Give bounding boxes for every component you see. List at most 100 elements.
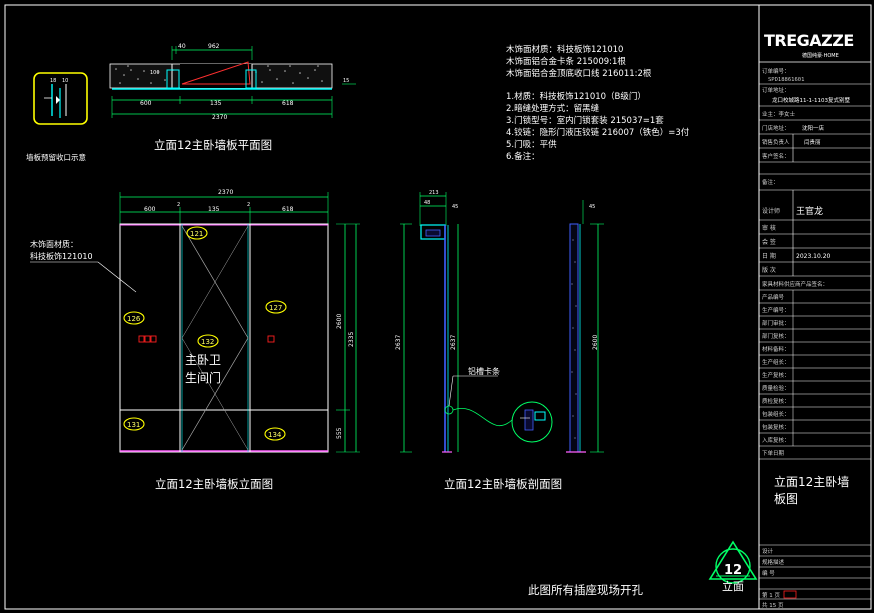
elev-door-label-0: 主卧卫 [185,353,221,367]
section-callout-label: 铝槽卡条 [468,366,500,376]
plan-dim-top-1: 962 [208,43,220,50]
panel-tags: 121 126 132 127 131 134 [123,226,287,441]
plan-dim-side: 100 [150,70,160,76]
brand-logo: TREGAZZE [764,31,854,50]
tb-process-7: 质量检验： [762,384,790,392]
tb-signature-label: 客户签名： [762,152,790,160]
tb-address: 龙口校城路11-1-1103复式别墅 [772,96,850,104]
note-item-5: 6.备注： [506,151,540,162]
elev-dim-top-3: 2 [247,202,250,208]
tb-process-3: 部门复核： [762,332,790,340]
tb-sales-value: 闫贵丽 [804,138,821,146]
notes-block: 木饰面材质：科技板饰121010 木饰面铝合金卡条 215009:1根 木饰面铝… [506,44,690,162]
plan-dim-bottom-1: 135 [210,100,222,107]
section-dim-top-3: 45 [589,204,595,210]
tb-store: 沈阳一店 [802,124,825,132]
tb-process-9: 包装组长： [762,410,790,418]
detail-dim-0: 18 [50,78,56,84]
section-title: 立面12主卧墙板剖面图 [444,477,562,491]
section-dim-top-2: 45 [452,204,458,210]
tb-process-10: 包装复核： [762,423,790,431]
elev-dim-top-4: 618 [282,206,294,213]
tb-remarks-label: 备注： [762,178,779,186]
panel-tag-3: 127 [269,304,282,312]
section-dim-side-1: 2637 [450,335,457,350]
title-block: TREGAZZE 德国纯豪·HOME 订单编号： SPD18861601 订单地… [708,31,871,609]
tb-version-label: 版 次 [762,266,776,274]
tb-verify-label: 会 签 [762,238,776,246]
panel-tag-5: 134 [268,431,282,439]
note-item-0: 1.材质：科技板饰121010（B级门） [506,91,646,102]
elev-dim-top-0: 600 [144,206,156,213]
elev-panel-outline [119,223,329,453]
svg-text:15: 15 [343,78,349,84]
elev-door-label-1: 生间门 [185,370,221,385]
tb-drawing-title-1: 板图 [774,492,798,506]
tb-owner: 业主：李女士 [762,110,796,118]
elev-dim-right-0: 2600 [336,314,343,329]
tb-designer-value: 王官龙 [796,205,823,217]
section-callout-leader [452,407,513,427]
plan-dim-total: 2370 [212,114,227,121]
tb-total-label: 共 15 页 [762,601,784,609]
tb-process-14: 下单日期 [762,449,785,457]
note-item-3: 4.铰链：隐形门液压铰链 216007（铁色）=3付 [506,127,690,138]
elev-dim-top-2: 135 [208,206,220,213]
panel-tag-1: 126 [127,315,141,323]
plan-hatching [115,65,323,84]
note-material-1: 木饰面铝合金卡条 215009:1根 [506,56,626,67]
tb-order-no-label: 订单编号： [762,67,790,75]
panel-tag-0: 121 [190,230,203,238]
sheet-border [4,4,872,610]
footer-note: 此图所有插座现场开孔 [528,583,643,597]
tb-badge-label: 立面 [722,579,744,593]
section-dim-top-1: 48 [424,200,430,206]
elev-material-leader [97,261,137,293]
outlet-right [267,335,275,343]
plan-door-swing [181,61,251,85]
tb-process-2: 部门审批： [762,319,790,327]
elev-dim-right-2: 555 [336,427,343,439]
section-view: 213 48 45 45 2637 2637 铝槽卡条 [395,190,604,491]
detail-dim-1: 10 [62,78,68,84]
section-callout-circle [511,401,553,443]
tb-process-1: 生产编号： [762,306,790,314]
tb-badge-circle [715,548,751,584]
note-item-4: 5.门吸：平供 [506,139,557,150]
tb-designer-label: 设计师 [762,207,780,215]
detail-frame [33,72,88,125]
tb-factory-label: 家具材料供应商产品签名： [762,280,828,288]
brand-subtext: 德国纯豪·HOME [802,52,839,59]
elevation-view: 2370 600 2 135 2 618 121 126 132 [30,189,360,491]
elevation-title: 立面12主卧墙板立面图 [155,477,273,491]
tb-drawing-title-0: 立面12主卧墙 [774,474,849,489]
plan-view: 40 962 100 600 135 618 2370 15 立面12主卧墙板平… [109,43,356,152]
tb-page-label: 第 1 页 [762,591,780,599]
note-item-1: 2.暗缝处理方式：留黑缝 [506,103,600,114]
tb-check-label: 审 核 [762,224,776,232]
tb-date-label: 日 期 [762,252,776,260]
tb-badge-triangle [708,540,758,580]
elev-dim-right-1: 2335 [348,332,355,347]
elev-dim-top-1: 2 [177,202,180,208]
tb-order-no: SPD18861601 [768,77,804,83]
plan-dim-bottom-2: 618 [282,100,294,107]
tb-process-11: 入库复核： [762,436,790,444]
tb-date-value: 2023.10.20 [796,253,831,260]
tb-process-8: 质检复核： [762,397,790,405]
tb-bottom-1: 规格描述 [762,558,785,566]
tb-sales-label: 销售负责人 [762,138,790,146]
plan-dim-bottom-0: 600 [140,100,152,107]
tb-process-5: 生产组长： [762,358,790,366]
detail-inset: 18 10 墙板预留收口示意 [26,72,88,162]
tb-process-grid [759,290,871,460]
plan-dim-top-0: 40 [178,43,186,50]
elev-material-label-0: 木饰面材质： [30,239,78,249]
tb-bottom-0: 设计 [762,547,774,555]
note-item-2: 3.门锁型号：室内门锁套装 215037=1套 [506,115,664,126]
panel-tag-2: 132 [201,338,214,346]
tb-address-label: 订单地址： [762,86,790,94]
panel-tag-4: 131 [127,421,140,429]
section-right-wall [569,223,579,453]
plan-title: 立面12主卧墙板平面图 [154,138,272,152]
